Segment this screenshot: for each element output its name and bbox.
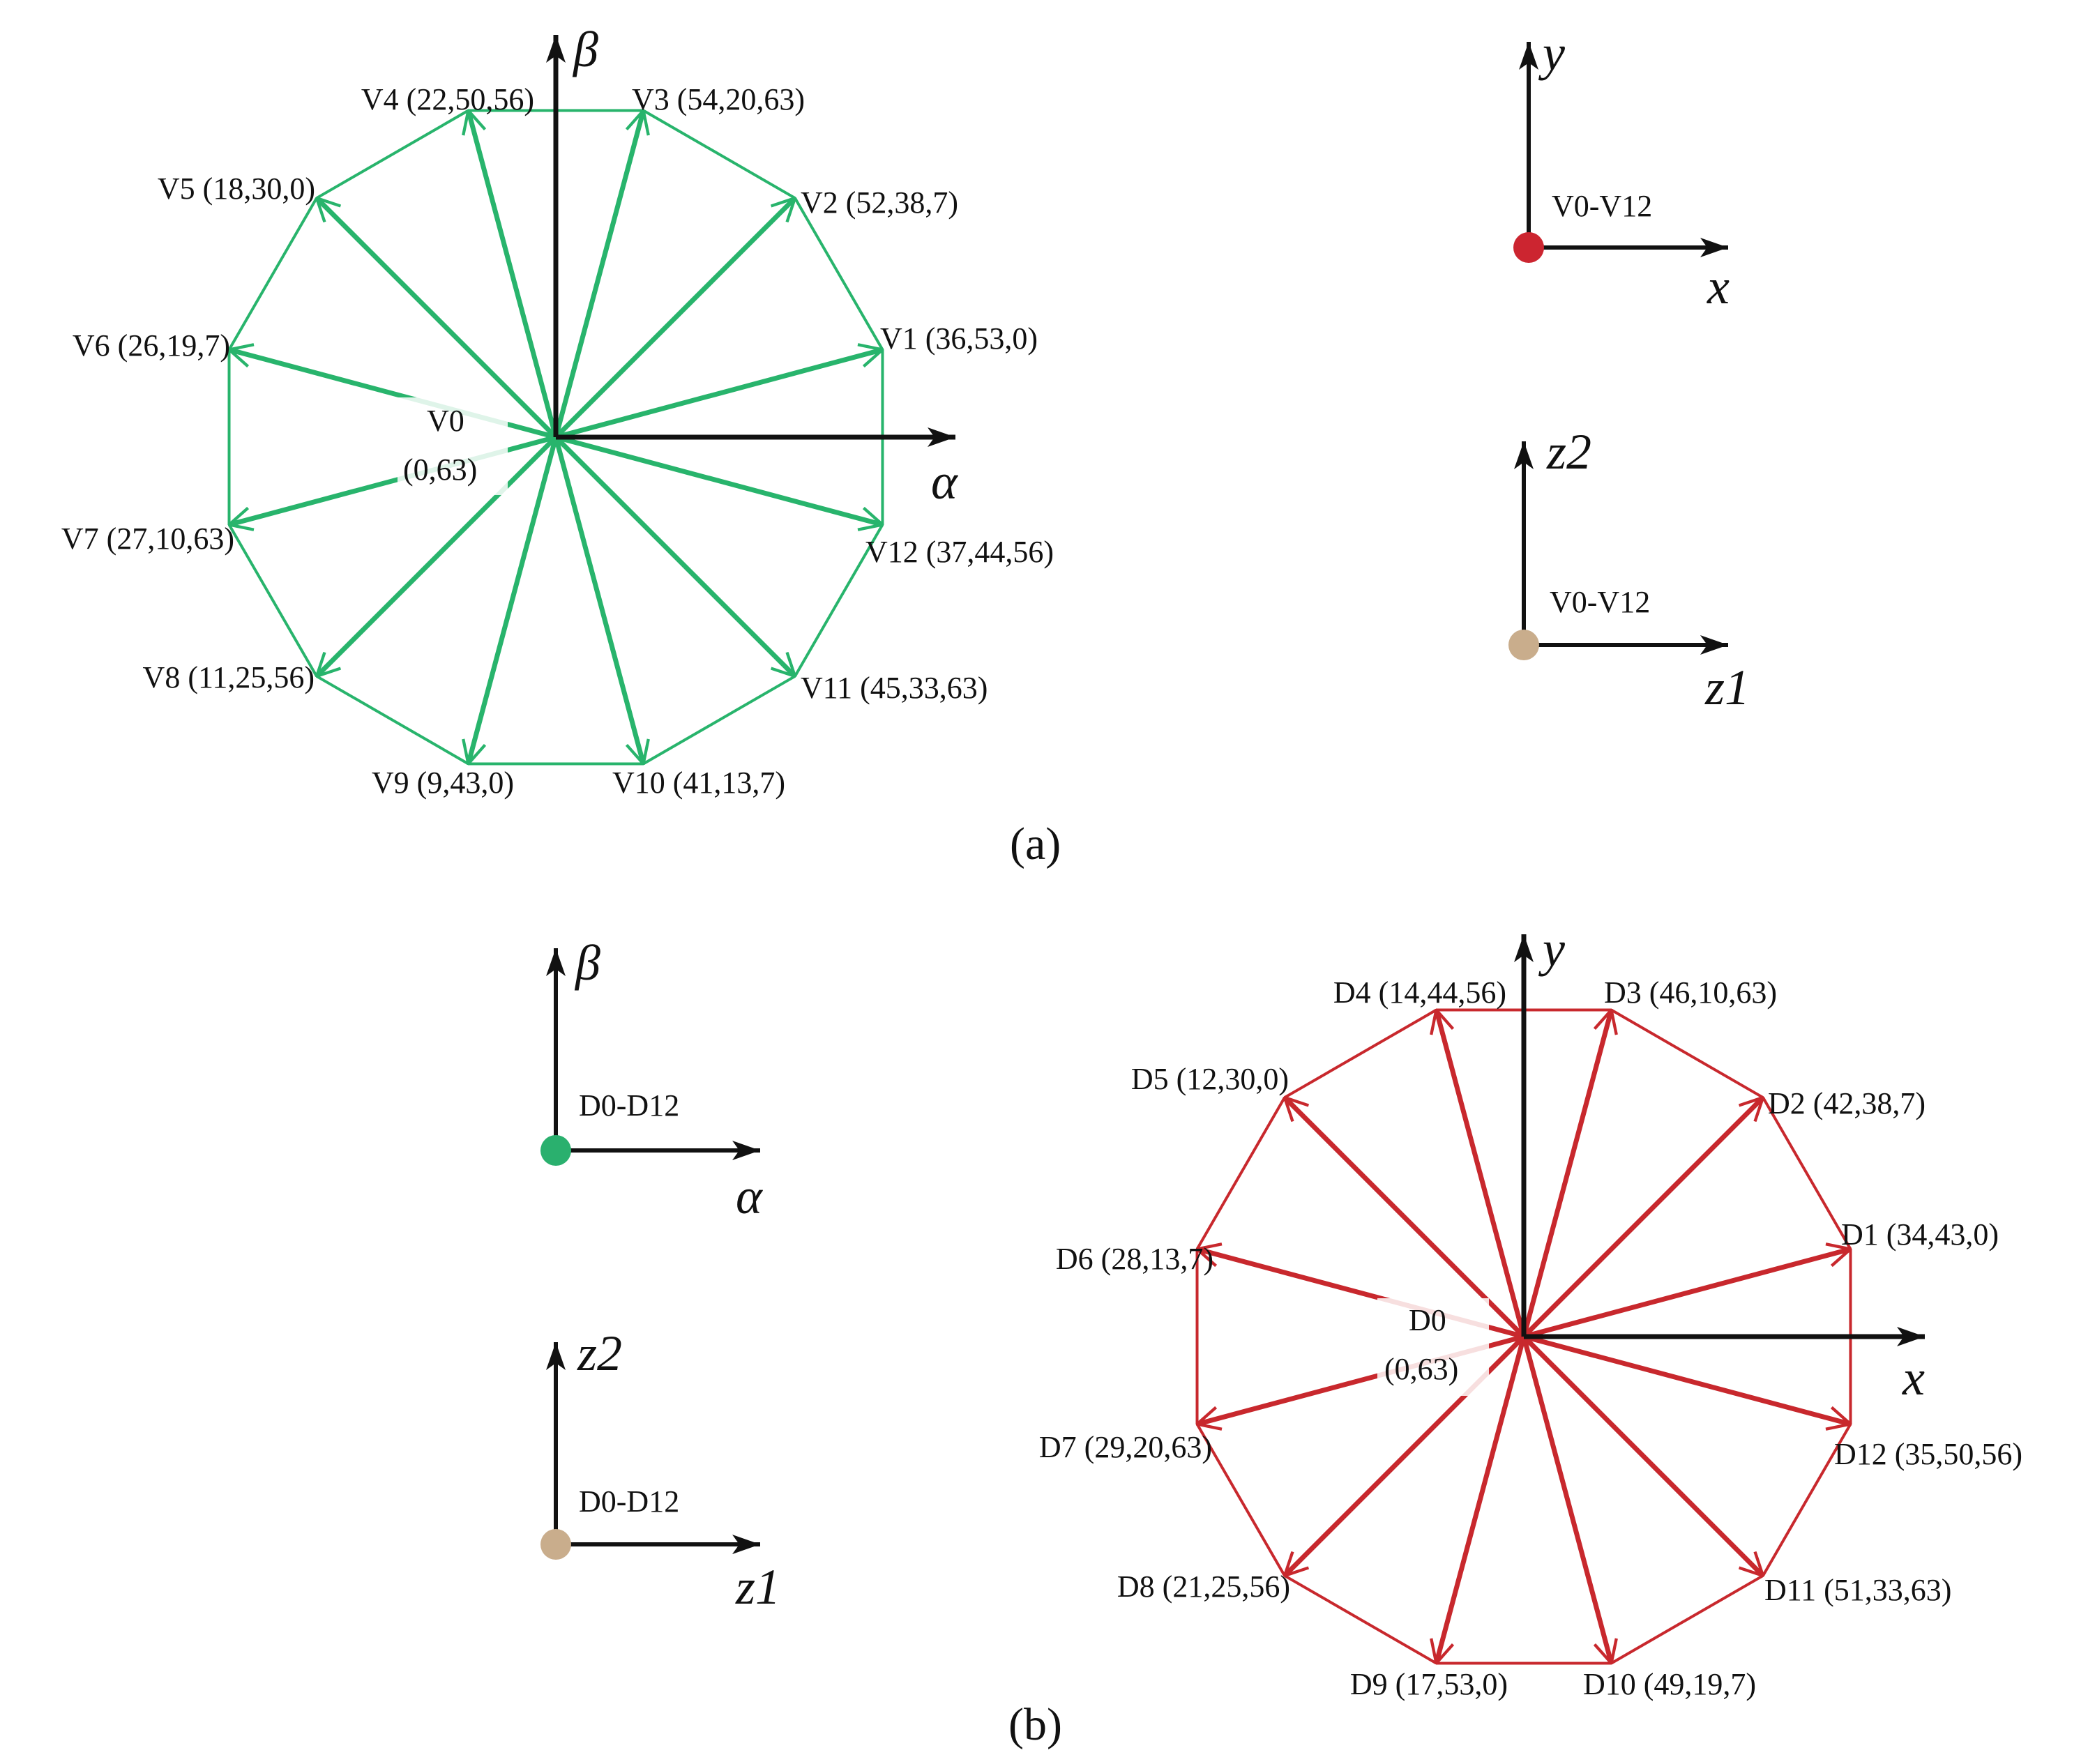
mini-xy-range-label: V0-V12 (1552, 189, 1652, 223)
vector-arrow-3 (1521, 1010, 1612, 1337)
polygon-edge (1284, 1574, 1437, 1665)
polygon-edge (794, 197, 884, 351)
panel-b-vector-labels: D1 (34,43,0) D2 (42,38,7) D3 (46,10,63) D4 … (1039, 975, 2022, 1701)
panel-a: α β V1 (36,53,0) V2 (52,38,7) V3 (54,20,63… (61, 22, 1750, 869)
polygon-edge (1195, 1423, 1286, 1576)
polygon-edge (1284, 1008, 1437, 1099)
polygon-edge (1762, 1097, 1852, 1250)
panel-a-beta-label: β (572, 22, 598, 77)
panel-b-origin-value: (0,63) (1384, 1352, 1458, 1386)
panel-b-origin-label: D0 (1409, 1303, 1446, 1337)
vector-arrow-2 (554, 198, 795, 439)
mini-ab-range-label: D0-D12 (579, 1088, 679, 1123)
panel-a-mini-xy-axes: V0-V12 x y (1513, 25, 1730, 314)
vector-label-1: D1 (34,43,0) (1841, 1217, 1999, 1252)
vector-label-8: D8 (21,25,56) (1117, 1569, 1290, 1604)
panel-b-mini-ab-axes: D0-D12 α β (540, 935, 763, 1224)
vector-label-2: D2 (42,38,7) (1768, 1086, 1926, 1120)
panel-b-caption: (b) (1008, 1699, 1062, 1750)
vector-label-6: V6 (26,19,7) (73, 328, 230, 363)
vector-arrow-10 (553, 436, 644, 763)
vector-arrow-9 (468, 436, 559, 763)
panel-b-origin-label-bg (1377, 1298, 1489, 1396)
mini-z-z1-label: z1 (1704, 660, 1750, 715)
vector-arrow-12 (1523, 1334, 1850, 1424)
mini-ab-beta-label: β (574, 935, 600, 991)
vector-label-11: D11 (51,33,63) (1764, 1573, 1951, 1607)
panel-b: x y D1 (34,43,0) D2 (42,38,7) D3 (46,10,63… (540, 921, 2022, 1750)
vector-label-4: D4 (14,44,56) (1333, 975, 1506, 1010)
vector-label-10: V10 (41,13,7) (612, 766, 785, 800)
panel-a-vector-labels: V1 (36,53,0) V2 (52,38,7) V3 (54,20,63) V4 … (61, 82, 1054, 800)
vector-arrow-2 (1522, 1097, 1763, 1339)
mini-b-z-range-label: D0-D12 (579, 1484, 679, 1519)
vector-label-5: D5 (12,30,0) (1131, 1062, 1289, 1096)
vector-arrow-1 (1523, 1249, 1850, 1339)
mini-xy-origin-dot (1513, 232, 1544, 263)
vector-arrow-5 (317, 198, 558, 439)
polygon-edge (316, 109, 469, 199)
vector-arrow-11 (554, 435, 795, 676)
vector-label-1: V1 (36,53,0) (880, 321, 1038, 356)
vector-label-12: V12 (37,44,56) (865, 535, 1054, 569)
vector-label-8: V8 (11,25,56) (143, 660, 315, 694)
panel-a-alpha-label: α (931, 454, 958, 510)
panel-b-x-label: x (1902, 1350, 1925, 1406)
vector-arrow-4 (1436, 1010, 1527, 1337)
panel-a-mini-z-axes: V0-V12 z1 z2 (1508, 424, 1750, 715)
vector-label-3: V3 (54,20,63) (632, 82, 805, 116)
polygon-edge (316, 675, 469, 766)
polygon-edge (642, 675, 796, 766)
mini-ab-origin-dot (540, 1135, 571, 1166)
vector-label-9: D9 (17,53,0) (1350, 1667, 1508, 1701)
vector-arrow-10 (1521, 1336, 1612, 1663)
mini-b-z1-label: z1 (735, 1559, 780, 1615)
vector-label-7: V7 (27,10,63) (61, 522, 234, 556)
vector-label-3: D3 (46,10,63) (1604, 975, 1777, 1010)
mini-z-range-label: V0-V12 (1550, 585, 1650, 619)
vector-arrow-12 (555, 434, 882, 525)
vector-arrow-1 (555, 349, 882, 440)
polygon-edge (227, 524, 318, 677)
vector-label-10: D10 (49,19,7) (1583, 1667, 1756, 1701)
vector-label-6: D6 (28,13,7) (1056, 1242, 1213, 1276)
vector-label-12: D12 (35,50,56) (1834, 1437, 2022, 1471)
polygon-edge (1195, 1097, 1286, 1250)
vector-arrow-5 (1285, 1097, 1526, 1339)
panel-a-dodecagon (227, 109, 884, 766)
polygon-edge (1610, 1008, 1764, 1099)
vector-label-2: V2 (52,38,7) (801, 185, 958, 220)
polygon-edge (794, 524, 884, 677)
mini-z-origin-dot (1508, 630, 1539, 660)
vector-arrow-11 (1522, 1335, 1763, 1576)
panel-b-y-label: y (1538, 921, 1565, 977)
mini-ab-alpha-label: α (736, 1169, 763, 1224)
vector-label-5: V5 (18,30,0) (158, 172, 315, 206)
panel-a-origin-label: V0 (427, 404, 464, 438)
mini-xy-x-label: x (1707, 259, 1730, 314)
panel-a-origin-value: (0,63) (403, 453, 477, 487)
panel-b-mini-z-axes: D0-D12 z1 z2 (540, 1325, 780, 1615)
polygon-edge (1610, 1574, 1764, 1665)
polygon-edge (1762, 1423, 1852, 1576)
polygon-edge (642, 109, 796, 199)
vector-arrow-3 (553, 111, 644, 438)
vector-arrow-4 (468, 111, 559, 438)
mini-b-z-origin-dot (540, 1529, 571, 1560)
panel-a-caption: (a) (1010, 819, 1061, 869)
mini-z-z2-label: z2 (1546, 424, 1591, 480)
vector-label-7: D7 (29,20,63) (1039, 1430, 1212, 1464)
vector-label-4: V4 (22,50,56) (361, 82, 534, 116)
vector-arrow-8 (317, 435, 558, 676)
vector-label-11: V11 (45,33,63) (801, 671, 988, 705)
mini-b-z2-label: z2 (577, 1325, 622, 1381)
panel-a-origin-label-bg (398, 397, 508, 495)
vector-arrow-9 (1436, 1336, 1527, 1663)
vector-label-9: V9 (9,43,0) (372, 766, 514, 800)
mini-xy-y-label: y (1538, 25, 1565, 81)
panel-b-dodecagon (1195, 1008, 1852, 1665)
polygon-edge (227, 197, 318, 351)
